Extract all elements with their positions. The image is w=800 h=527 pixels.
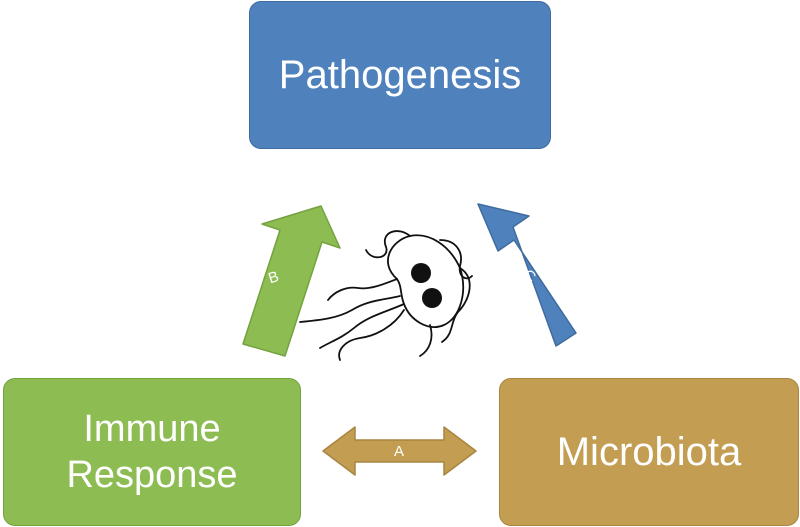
microbiota-node: Microbiota (499, 378, 799, 526)
arrow-a: A (322, 426, 477, 476)
immune-response-label-line1: Immune (83, 407, 221, 450)
bacterium-icon (299, 230, 473, 361)
arrow-b-label: B (266, 268, 281, 287)
microbiota-label: Microbiota (556, 429, 742, 474)
immune-response-label-line2: Response (66, 454, 238, 496)
arrow-a-label: A (394, 443, 404, 460)
immune-response-node: Immune Response (3, 378, 301, 526)
pathogenesis-label: Pathogenesis (278, 52, 522, 97)
arrow-c: C (477, 203, 577, 347)
arrow-b: B (242, 205, 341, 357)
pathogenesis-node: Pathogenesis (249, 1, 551, 149)
